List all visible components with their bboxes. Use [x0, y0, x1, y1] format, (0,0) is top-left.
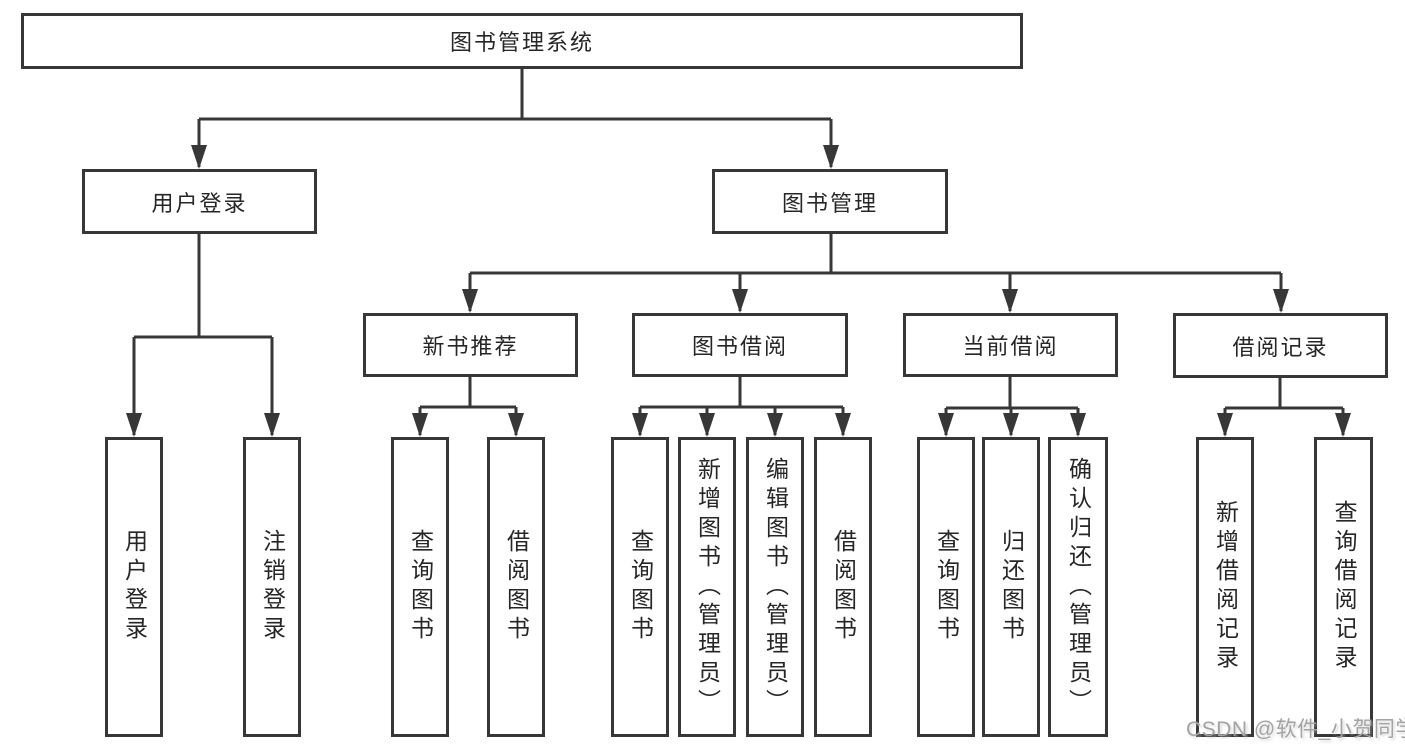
node-label: 新增图书（管理员）	[694, 456, 721, 718]
node-label: 图书管理系统	[449, 30, 594, 55]
node-label: 查询图书	[627, 529, 654, 645]
leaf-query-books-1: 查询图书	[391, 437, 449, 737]
node-book-borrowing: 图书借阅	[632, 313, 848, 377]
node-label: 归还图书	[998, 529, 1025, 645]
csdn-watermark: CSDN @软件_小贺同学	[1186, 718, 1405, 741]
node-label: 当前借阅	[962, 334, 1059, 359]
leaf-confirm-return-admin: 确认归还（管理员）	[1048, 437, 1108, 737]
node-book-management: 图书管理	[712, 169, 948, 234]
node-label: 图书借阅	[691, 334, 788, 359]
leaf-query-books-2: 查询图书	[611, 437, 669, 737]
leaf-query-borrow-record: 查询借阅记录	[1314, 437, 1373, 737]
node-label: 确认归还（管理员）	[1065, 456, 1092, 718]
node-label: 用户登录	[151, 190, 248, 216]
leaf-add-books-admin: 新增图书（管理员）	[678, 437, 736, 737]
node-current-borrowing: 当前借阅	[903, 313, 1118, 377]
node-label: 注销登录	[259, 529, 286, 645]
node-label: 新书推荐	[422, 334, 519, 359]
leaf-return-books: 归还图书	[982, 437, 1040, 737]
leaf-edit-books-admin: 编辑图书（管理员）	[746, 437, 804, 737]
leaf-query-books-3: 查询图书	[917, 437, 975, 737]
leaf-add-borrow-record: 新增借阅记录	[1196, 437, 1254, 737]
leaf-user-login: 用户登录	[105, 437, 163, 737]
node-label: 借阅记录	[1232, 334, 1329, 360]
node-label: 编辑图书（管理员）	[762, 456, 789, 718]
node-borrowing-records: 借阅记录	[1173, 313, 1388, 378]
node-new-book-recommend: 新书推荐	[363, 313, 578, 377]
leaf-logout-login: 注销登录	[243, 437, 301, 737]
node-label: 查询图书	[933, 529, 960, 645]
node-label: 借阅图书	[503, 529, 530, 645]
node-label: 查询借阅记录	[1331, 500, 1357, 674]
node-library-management-system: 图书管理系统	[21, 13, 1023, 69]
leaf-borrow-books-2: 借阅图书	[814, 437, 872, 737]
node-label: 图书管理	[781, 190, 878, 216]
leaf-borrow-books-1: 借阅图书	[487, 437, 545, 737]
node-label: 用户登录	[121, 529, 148, 645]
node-label: 借阅图书	[830, 529, 857, 645]
node-label: 查询图书	[407, 529, 434, 645]
arrowheads	[126, 145, 1351, 437]
node-label: 新增借阅记录	[1212, 500, 1239, 674]
node-user-login: 用户登录	[82, 169, 317, 234]
